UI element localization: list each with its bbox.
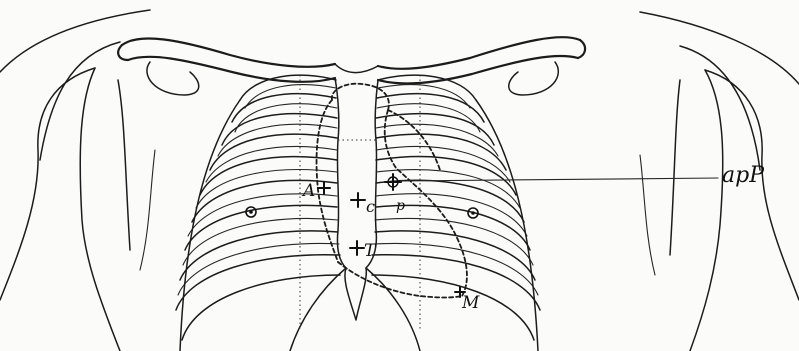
label-c: c xyxy=(366,197,375,216)
label-t: T xyxy=(364,241,377,261)
leader-line xyxy=(401,178,718,181)
label-a: A xyxy=(301,181,315,201)
left-clavicle-icon xyxy=(118,38,335,95)
point-t-marker xyxy=(350,241,364,255)
point-c-marker xyxy=(351,193,365,207)
label-p: p xyxy=(396,198,405,214)
label-ap: apP xyxy=(722,163,765,188)
point-a-marker xyxy=(318,182,330,194)
left-nipple-icon xyxy=(246,207,256,217)
right-clavicle-icon xyxy=(378,37,585,95)
point-ap-marker xyxy=(385,174,401,190)
label-m: M xyxy=(461,293,480,313)
